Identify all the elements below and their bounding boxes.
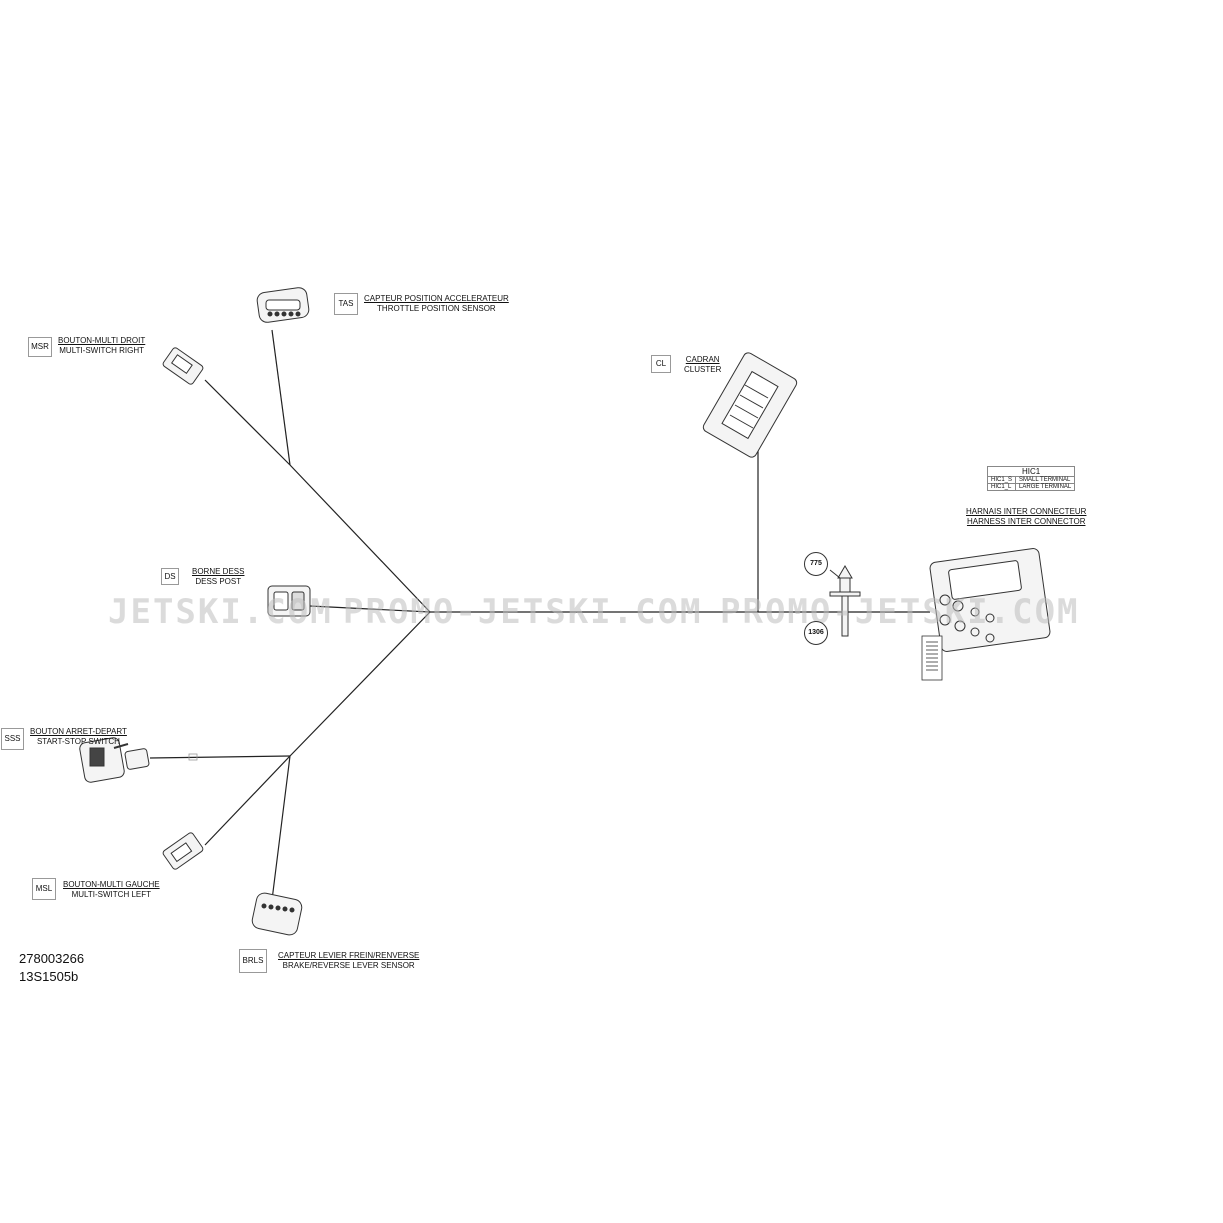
sss-label: BOUTON ARRET-DEPART START-STOP SWITCH: [30, 727, 127, 747]
ref-775: 775: [804, 552, 828, 576]
msr-label: BOUTON-MULTI DROIT MULTI-SWITCH RIGHT: [58, 336, 145, 356]
sss-connector-icon: [79, 737, 150, 783]
wire-sss: [149, 755, 291, 759]
hic-table: HIC1 HIC1_S SMALL TERMINAL HIC1_L LARGE …: [986, 466, 1076, 491]
cl-connector-icon: [702, 352, 798, 458]
brls-label-fr: CAPTEUR LEVIER FREIN/RENVERSE: [278, 951, 420, 960]
tas-label: CAPTEUR POSITION ACCELERATEUR THROTTLE P…: [364, 294, 509, 314]
cl-label: CADRAN CLUSTER: [684, 355, 721, 375]
hic-table-desc: LARGE TERMINAL: [1015, 483, 1076, 491]
brls-label: CAPTEUR LEVIER FREIN/RENVERSE BRAKE/REVE…: [278, 951, 419, 971]
msl-connector-icon: [162, 832, 204, 870]
hic-label: HARNAIS INTER CONNECTEUR HARNESS INTER C…: [966, 507, 1086, 527]
barcode-label-icon: [921, 635, 943, 681]
ds-code-box: DS: [161, 568, 179, 585]
tas-code-box: TAS: [334, 293, 358, 315]
hic-label-fr: HARNAIS INTER CONNECTEUR: [966, 507, 1087, 516]
sss-label-en: START-STOP SWITCH: [36, 737, 120, 746]
cl-code-box: CL: [651, 355, 671, 373]
branch-wire-lower: [289, 611, 431, 757]
wire-msr: [204, 379, 291, 466]
watermark: JETSKI.COM: [108, 592, 333, 632]
brls-label-en: BRAKE/REVERSE LEVER SENSOR: [282, 961, 415, 970]
sss-label-fr: BOUTON ARRET-DEPART: [30, 727, 127, 736]
watermark: PROMO-JETSKI.COM: [720, 592, 1080, 632]
branch-wire-upper: [289, 464, 431, 613]
part-number: 278003266: [19, 951, 85, 966]
cl-label-fr: CADRAN: [685, 355, 720, 364]
sss-code-box: SSS: [1, 728, 24, 750]
brls-connector-icon: [251, 892, 303, 936]
ds-label-en: DESS POST: [195, 577, 242, 586]
msr-label-en: MULTI-SWITCH RIGHT: [59, 346, 144, 355]
hic-table-desc: SMALL TERMINAL: [1015, 476, 1076, 484]
hic-label-en: HARNESS INTER CONNECTOR: [966, 517, 1086, 526]
ds-label: BORNE DESS DESS POST: [192, 567, 244, 587]
sss-wire-marker: [188, 753, 198, 761]
ds-connector-icon: [267, 585, 311, 617]
hic-table-title: HIC1: [986, 466, 1076, 477]
msr-label-fr: BOUTON-MULTI DROIT: [58, 336, 146, 345]
ref-1306: 1306: [804, 621, 828, 645]
msl-label-fr: BOUTON-MULTI GAUCHE: [63, 880, 160, 889]
push-pin-icon: [829, 565, 861, 637]
hic-table-code: HIC1_L: [986, 483, 1017, 491]
watermark: PROMO-JETSKI.COM: [343, 592, 703, 632]
hic-table-code: HIC1_S: [986, 476, 1017, 484]
drawing-id: 13S1505b: [19, 969, 79, 984]
msl-label-en: MULTI-SWITCH LEFT: [71, 890, 151, 899]
tas-connector-icon: [256, 287, 310, 323]
wire-msl: [204, 755, 291, 846]
ds-label-fr: BORNE DESS: [192, 567, 245, 576]
msr-code-box: MSR: [28, 337, 52, 357]
msl-code-box: MSL: [32, 878, 56, 900]
wire-brls: [271, 755, 291, 901]
hic-connector-icon: [929, 548, 1051, 652]
msr-connector-icon: [162, 347, 204, 385]
wire-tas: [271, 329, 291, 466]
wire-ds: [309, 605, 431, 613]
msl-label: BOUTON-MULTI GAUCHE MULTI-SWITCH LEFT: [63, 880, 160, 900]
tas-label-en: THROTTLE POSITION SENSOR: [377, 304, 496, 313]
brls-code-box: BRLS: [239, 949, 267, 973]
cl-label-en: CLUSTER: [684, 365, 722, 374]
tas-label-fr: CAPTEUR POSITION ACCELERATEUR: [364, 294, 509, 303]
